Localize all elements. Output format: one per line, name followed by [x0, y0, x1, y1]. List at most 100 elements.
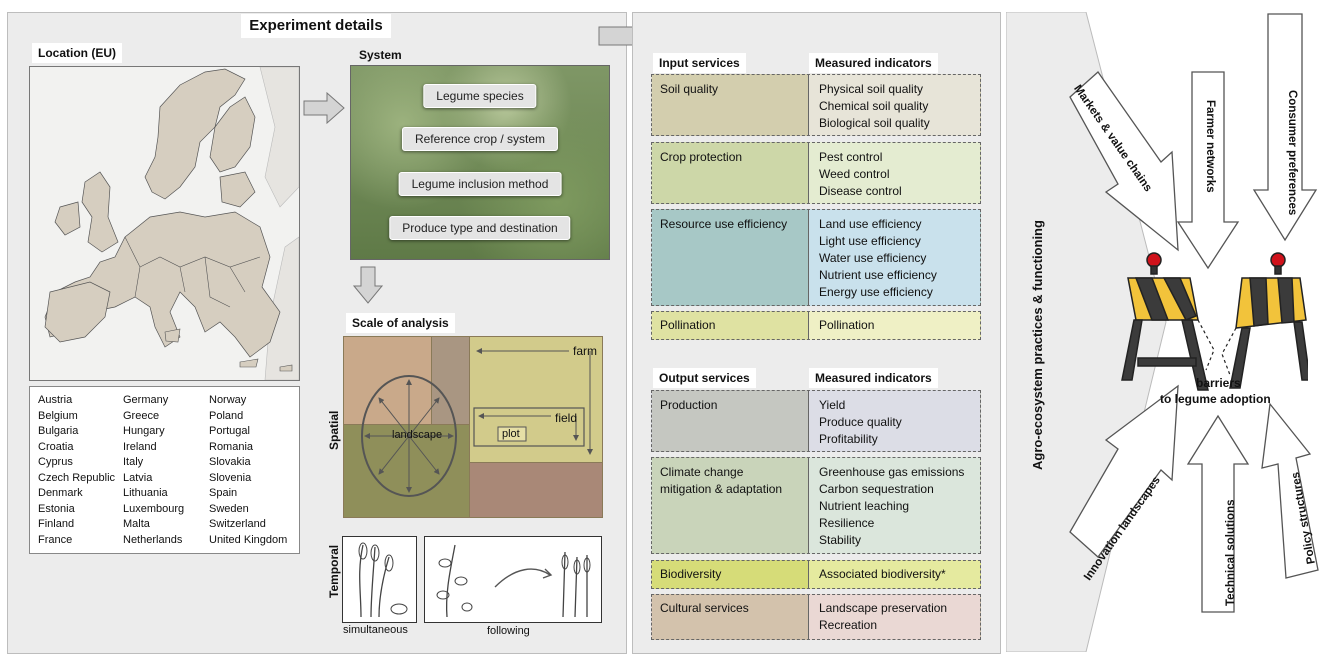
indicator: Weed control — [819, 167, 890, 181]
country-item: Ireland — [123, 440, 157, 453]
indicator: Land use efficiency — [819, 217, 922, 231]
field-label: field — [555, 411, 578, 425]
country-item: United Kingdom — [209, 533, 288, 546]
output-services-title: Output services — [653, 368, 756, 388]
indicator: Water use efficiency — [819, 251, 927, 265]
country-item: Austria — [38, 394, 73, 406]
indicator: Landscape preservation — [819, 601, 948, 615]
country-item: Belgium — [38, 409, 78, 422]
country-item: Romania — [209, 440, 254, 453]
innovation-arrow-icon — [1069, 384, 1179, 558]
indicator: Disease control — [819, 184, 902, 198]
output-indicators-title: Measured indicators — [809, 368, 938, 388]
service-name: Resource use efficiency — [660, 217, 788, 231]
farm-label: farm — [573, 344, 597, 358]
indicator: Produce quality — [819, 415, 902, 429]
indicator-list: Greenhouse gas emissions Carbon sequestr… — [819, 464, 964, 549]
country-item: Croatia — [38, 440, 74, 453]
spatial-diagram-svg — [361, 348, 593, 497]
indicator-list: Pest control Weed control Disease contro… — [819, 149, 902, 200]
barriers-sublabel: to legume adoption — [1160, 392, 1271, 406]
country-item: Italy — [123, 456, 144, 468]
system-item-produce-type: Produce type and destination — [389, 216, 571, 240]
country-item: Luxembourg — [123, 502, 185, 515]
indicator: Chemical soil quality — [819, 99, 929, 113]
service-name: Crop protection — [660, 150, 743, 164]
country-item: Slovakia — [209, 456, 251, 468]
indicator: Nutrient leaching — [819, 499, 910, 513]
indicator: Energy use efficiency — [819, 285, 933, 299]
country-item: Malta — [123, 518, 150, 530]
indicator: Light use efficiency — [819, 234, 921, 248]
system-title: System — [359, 48, 402, 62]
europe-map-svg — [30, 67, 299, 380]
technical-solutions-arrow-icon — [1186, 414, 1250, 613]
service-name: Pollination — [660, 318, 716, 332]
country-item: Germany — [123, 394, 169, 406]
indicator-list: Land use efficiency Light use efficiency… — [819, 216, 937, 301]
input-indicators-title: Measured indicators — [809, 53, 938, 73]
country-item: Finland — [38, 518, 75, 530]
spatial-diagram: farm field plot landscape — [343, 336, 603, 518]
following-label: following — [487, 625, 530, 637]
country-list: Austria Belgium Bulgaria Croatia Cyprus … — [29, 386, 300, 554]
system-photo: Legume species Reference crop / system L… — [350, 65, 610, 260]
crop-rotation-sketch-icon — [436, 544, 591, 618]
temporal-following-box — [424, 536, 602, 623]
indicator-list: Pollination — [819, 317, 874, 334]
consumer-preferences-label: Consumer preferences — [1286, 90, 1298, 216]
indicator: Profitability — [819, 432, 878, 446]
indicator: Nutrient use efficiency — [819, 268, 937, 282]
output-row-production: Production Yield Produce quality Profita… — [651, 390, 981, 452]
output-row-biodiversity: Biodiversity Associated biodiversity* — [651, 560, 981, 589]
country-item: Latvia — [123, 471, 153, 484]
input-row-pollination: Pollination Pollination — [651, 311, 981, 340]
temporal-simultaneous-box — [342, 536, 417, 623]
scale-title: Scale of analysis — [346, 313, 455, 333]
system-item-legume-species: Legume species — [423, 84, 537, 108]
service-name: Production — [660, 398, 718, 412]
barricade-icon — [1121, 252, 1308, 391]
technical-solutions-label: Technical solutions — [1225, 499, 1237, 607]
indicator-list: Landscape preservation Recreation — [819, 600, 947, 634]
landscape-label: landscape — [392, 429, 443, 441]
country-item: Switzerland — [209, 518, 266, 530]
country-item: France — [38, 533, 73, 546]
country-item: Czech Republic — [38, 471, 116, 484]
spatial-label: Spatial — [327, 410, 341, 450]
simultaneous-label: simultaneous — [343, 624, 408, 636]
country-item: Lithuania — [123, 487, 168, 499]
service-name: Soil quality — [660, 82, 719, 96]
farmer-networks-label: Farmer networks — [1204, 100, 1216, 193]
farmer-networks-arrow-icon — [1176, 71, 1240, 270]
indicator-list: Associated biodiversity* — [819, 566, 946, 583]
country-item: Slovenia — [209, 471, 252, 484]
country-item: Greece — [123, 409, 160, 422]
country-item: Spain — [209, 487, 238, 499]
indicator: Greenhouse gas emissions — [819, 465, 965, 479]
indicator: Recreation — [819, 618, 878, 632]
force-arrows — [1069, 13, 1319, 613]
service-name: Biodiversity — [660, 567, 722, 581]
consumer-preferences-arrow-icon — [1252, 13, 1318, 242]
service-name: Climate change mitigation & adaptation — [660, 465, 783, 496]
country-column-2: Germany Greece Hungary Ireland Italy Lat… — [123, 393, 184, 548]
plot-label: plot — [502, 428, 520, 440]
country-item: Estonia — [38, 502, 75, 515]
country-item: Hungary — [123, 425, 165, 437]
right-arrow-icon — [303, 92, 345, 124]
country-item: Cyprus — [38, 456, 73, 468]
indicator: Carbon sequestration — [819, 482, 934, 496]
country-item: Denmark — [38, 487, 83, 499]
country-item: Norway — [209, 394, 247, 406]
indicator: Pollination — [819, 318, 875, 332]
input-row-soil-quality: Soil quality Physical soil quality Chemi… — [651, 74, 981, 136]
indicator-list: Physical soil quality Chemical soil qual… — [819, 81, 930, 132]
country-column-1: Austria Belgium Bulgaria Croatia Cyprus … — [38, 393, 115, 548]
system-item-inclusion-method: Legume inclusion method — [398, 172, 562, 196]
country-item: Netherlands — [123, 533, 183, 546]
input-row-resource-use: Resource use efficiency Land use efficie… — [651, 209, 981, 306]
europe-map — [29, 66, 300, 381]
country-item: Sweden — [209, 502, 249, 515]
policy-arrow-icon — [1261, 402, 1319, 579]
